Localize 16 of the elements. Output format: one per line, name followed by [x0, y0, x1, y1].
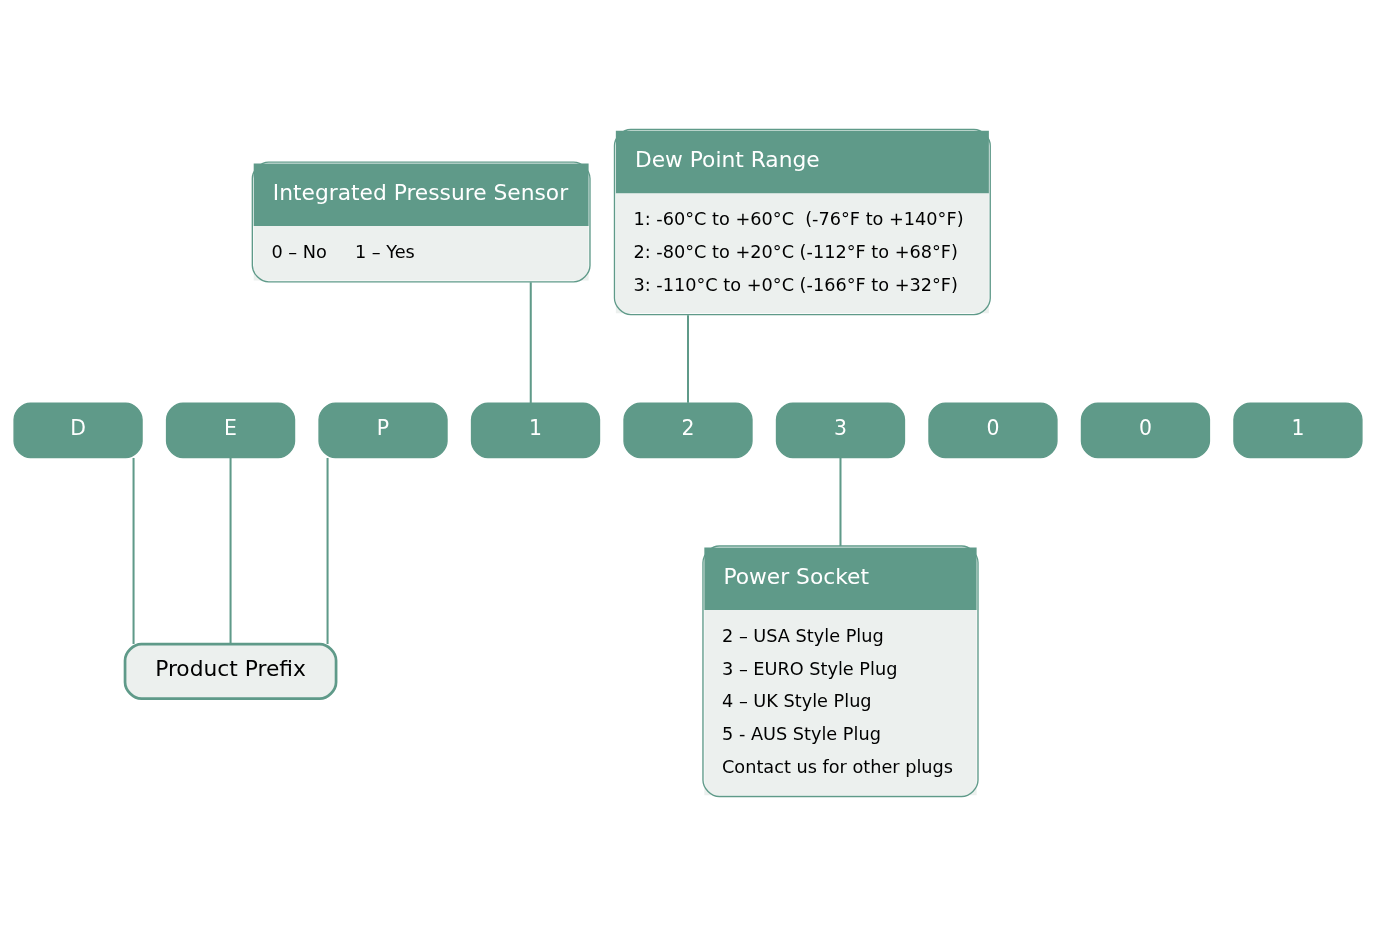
- node-box: E: [165, 402, 296, 459]
- node-box: 3: [775, 402, 906, 459]
- node-box: D: [13, 402, 143, 459]
- connector: [839, 457, 842, 547]
- connector: [529, 282, 532, 404]
- connector: [687, 315, 689, 403]
- node-box: 1: [470, 402, 601, 459]
- connector: [229, 457, 232, 644]
- node-box: 0: [928, 402, 1058, 459]
- node-box: P: [318, 402, 448, 459]
- connector: [326, 457, 329, 644]
- node-box: Product Prefix: [123, 642, 338, 700]
- connector: [132, 457, 135, 644]
- node-box: 0: [1080, 402, 1211, 459]
- node-box: 2: [623, 402, 753, 459]
- node-box: 1: [1233, 402, 1363, 459]
